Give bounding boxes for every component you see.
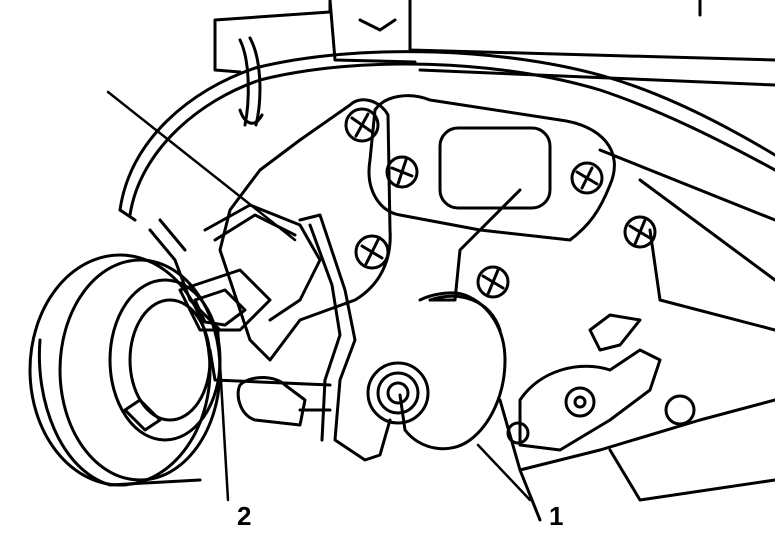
callout-label-2: 2: [237, 501, 252, 531]
engine-housing: [213, 0, 775, 522]
sensor-bracket: [203, 98, 392, 362]
sensor-head: [28, 218, 332, 487]
leader-line-top: [106, 90, 297, 242]
leader-line-1: [476, 443, 532, 502]
leader-lines: [106, 90, 532, 502]
linkage-plate: [476, 215, 696, 452]
lever-arm: [298, 213, 507, 462]
cable: [118, 36, 775, 222]
leader-line-2: [216, 328, 230, 502]
callout-label-1: 1: [549, 501, 564, 531]
flange-plate: [367, 94, 616, 242]
